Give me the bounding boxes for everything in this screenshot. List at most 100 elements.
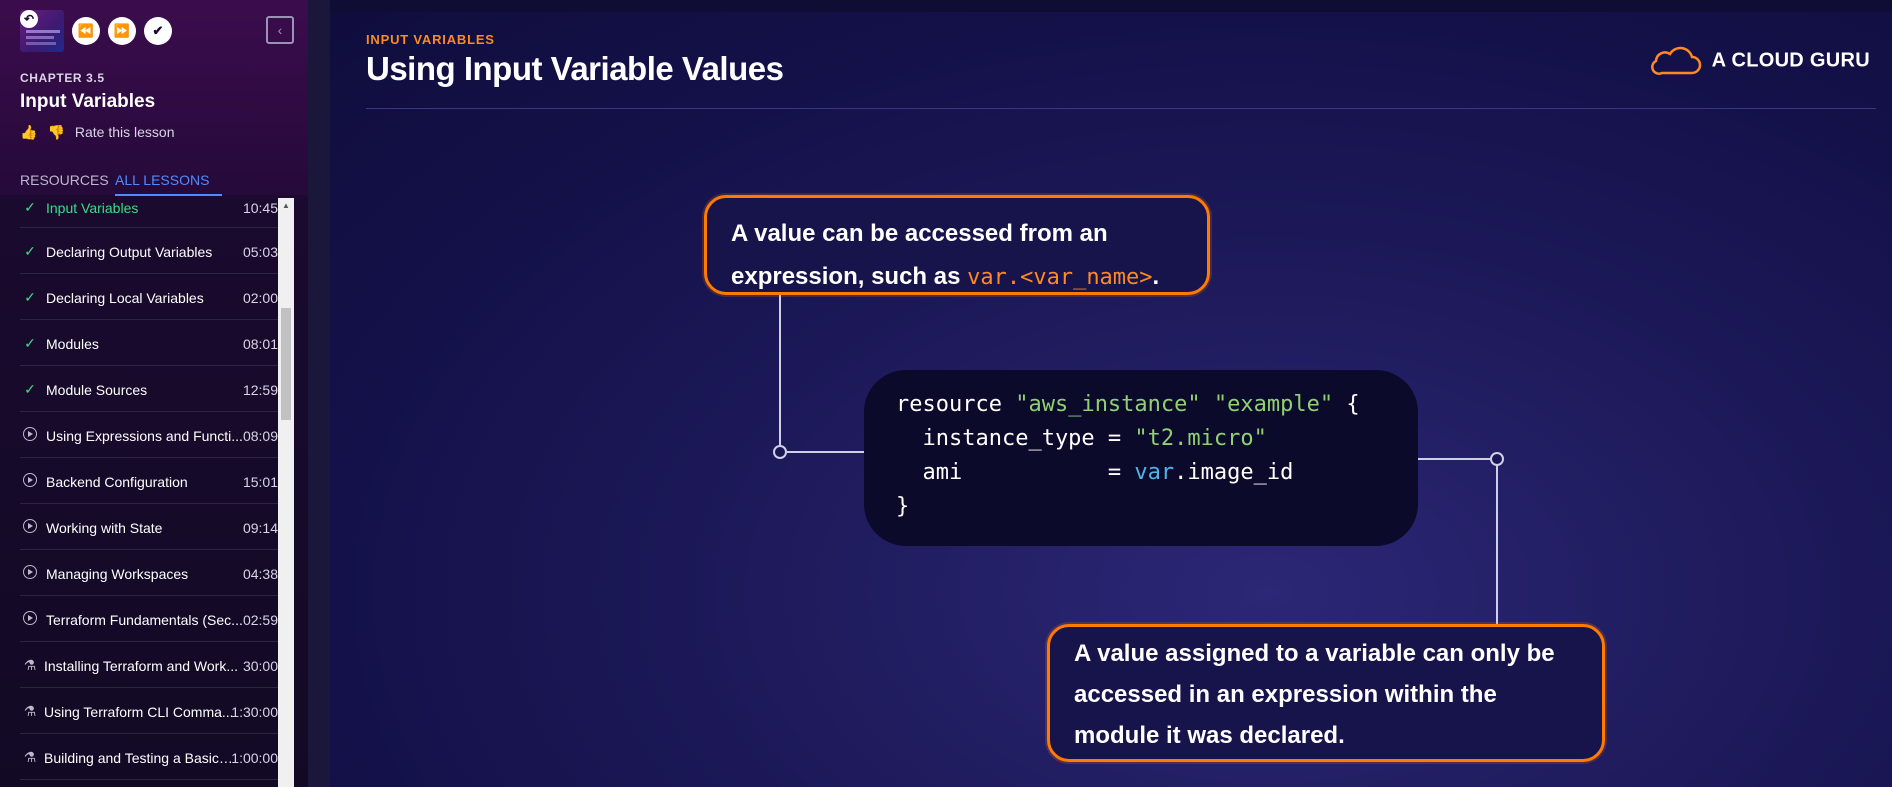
lesson-item[interactable]: ✓ Modules 08:01 [20, 320, 278, 366]
lesson-duration: 02:59 [242, 612, 278, 628]
check-icon: ✓ [24, 335, 36, 351]
tab-all-lessons[interactable]: ALL LESSONS [115, 172, 210, 188]
check-icon: ✓ [24, 199, 36, 215]
fast-forward-icon: ⏩ [113, 23, 131, 38]
flask-icon: ⚗ [23, 749, 37, 765]
lesson-title: Input Variables [20, 91, 156, 112]
inline-code: var.<var_name> [967, 265, 1153, 290]
lesson-label: Using Terraform CLI Comma... [44, 704, 234, 720]
collapse-sidebar-button[interactable]: ‹ [266, 16, 294, 44]
code-keyword: resource [896, 392, 1002, 417]
check-icon: ✓ [24, 289, 36, 305]
lesson-label: Declaring Local Variables [46, 290, 204, 306]
play-icon [22, 610, 38, 628]
slide-canvas: INPUT VARIABLES Using Input Variable Val… [330, 12, 1892, 787]
play-icon [22, 426, 38, 444]
thumbs-down-icon[interactable]: 👎 [47, 124, 65, 140]
brand-name: A CLOUD GURU [1711, 49, 1870, 72]
lesson-duration: 02:00 [242, 290, 278, 306]
cloud-logo-icon [1650, 46, 1701, 75]
lesson-item[interactable]: Terraform Fundamentals (Sec... 02:59 [20, 596, 278, 642]
lesson-duration: 05:03 [242, 244, 278, 260]
play-icon [22, 564, 38, 582]
scrollbar-thumb[interactable] [281, 308, 291, 420]
callout-text: expression, such as [731, 263, 968, 290]
thumbnail-text-line [26, 42, 56, 45]
code-line: } [896, 494, 910, 519]
lesson-list: ✓ Input Variables 10:45 ✓ Declaring Outp… [20, 198, 278, 787]
lesson-label: Modules [46, 336, 99, 352]
lesson-duration: 04:38 [242, 566, 278, 582]
flask-icon: ⚗ [23, 703, 37, 719]
callout-text-line: expression, such as var.<var_name>. [731, 255, 1183, 299]
chapter-label: CHAPTER 3.5 [20, 71, 105, 85]
code-brace: { [1346, 392, 1360, 417]
connector-line [782, 451, 866, 453]
back-arrow-icon[interactable]: ↶ [20, 10, 38, 28]
lesson-label: Using Expressions and Functi... [46, 428, 243, 444]
brand-logo: A CLOUD GURU [1650, 46, 1870, 76]
callout-access-expression: A value can be accessed from an expressi… [704, 195, 1210, 295]
callout-text: A value can be accessed from an [731, 220, 1108, 247]
lesson-label: Working with State [46, 520, 163, 536]
code-key: ami = [896, 460, 1135, 485]
lesson-label: Input Variables [46, 200, 139, 216]
rewind-button[interactable]: ⏪ [72, 17, 100, 45]
lesson-label: Building and Testing a Basic ... [44, 750, 234, 766]
code-string: "aws_instance" [1015, 392, 1201, 417]
mark-complete-button[interactable]: ✔ [144, 17, 172, 45]
connector-node [773, 445, 787, 459]
lesson-item[interactable]: Managing Workspaces 04:38 [20, 550, 278, 596]
lesson-label: Terraform Fundamentals (Sec... [46, 612, 243, 628]
title-divider [366, 108, 1876, 109]
lesson-item[interactable]: ⚗ Using Terraform CLI Comma... 1:30:00 [20, 688, 278, 734]
lesson-item[interactable]: Using Expressions and Functi... 08:09 [20, 412, 278, 458]
lesson-item[interactable]: Backend Configuration 15:01 [20, 458, 278, 504]
tab-resources[interactable]: RESOURCES [20, 172, 109, 188]
code-string: "example" [1213, 392, 1334, 417]
fast-forward-button[interactable]: ⏩ [108, 17, 136, 45]
lesson-duration: 08:01 [242, 336, 278, 352]
play-icon [22, 472, 38, 490]
lesson-item[interactable]: ⚗ Building and Testing a Basic ... 1:00:… [20, 734, 278, 780]
check-icon: ✓ [24, 243, 36, 259]
lesson-label: Installing Terraform and Work... [44, 658, 239, 674]
lesson-duration: 1:00:00 [231, 750, 278, 766]
lesson-duration: 09:14 [242, 520, 278, 536]
sidebar: ↶ ⏪ ⏩ ✔ ‹ CHAPTER 3.5 Input Variables 👍 👎… [0, 0, 308, 787]
lesson-item[interactable]: ✓ Input Variables 10:45 [20, 198, 278, 228]
check-icon: ✓ [24, 381, 36, 397]
thumbs-up-icon[interactable]: 👍 [20, 124, 38, 140]
slide-kicker: INPUT VARIABLES [366, 32, 495, 47]
lesson-item[interactable]: ⚗ Installing Terraform and Work... 30:00 [20, 642, 278, 688]
connector-node [1490, 452, 1504, 466]
connector-line [1496, 463, 1498, 624]
collapse-icon: ‹ [277, 22, 283, 38]
checkmark-icon: ✔ [152, 23, 164, 38]
lesson-item[interactable]: ✓ Declaring Local Variables 02:00 [20, 274, 278, 320]
callout-text: A value assigned to a variable can only … [1074, 640, 1555, 667]
rate-label: Rate this lesson [74, 124, 175, 140]
lesson-item[interactable]: Working with State 09:14 [20, 504, 278, 550]
code-line: ami = var.image_id [896, 456, 1418, 490]
code-block: resource "aws_instance" "example" { inst… [864, 370, 1418, 546]
lesson-duration: 12:59 [242, 382, 278, 398]
lesson-duration: 30:00 [242, 658, 278, 674]
lesson-duration: 1:30:00 [231, 704, 278, 720]
active-tab-underline [115, 194, 222, 196]
lesson-label: Backend Configuration [46, 474, 188, 490]
code-line: instance_type = "t2.micro" [896, 422, 1418, 456]
rate-lesson: 👍 👎 Rate this lesson [20, 124, 174, 141]
code-var: var [1134, 460, 1175, 485]
code-key: instance_type = [896, 426, 1135, 451]
lesson-duration: 10:45 [242, 200, 278, 216]
scroll-up-icon[interactable]: ▲ [282, 201, 290, 210]
lesson-item[interactable]: ✓ Module Sources 12:59 [20, 366, 278, 412]
lesson-list-scrollbar[interactable]: ▲ [278, 198, 294, 787]
lesson-item[interactable]: ✓ Declaring Output Variables 05:03 [20, 228, 278, 274]
connector-line [1418, 458, 1503, 460]
lesson-label: Managing Workspaces [46, 566, 189, 582]
lesson-duration: 15:01 [242, 474, 278, 490]
course-thumbnail[interactable]: ↶ [20, 10, 64, 52]
